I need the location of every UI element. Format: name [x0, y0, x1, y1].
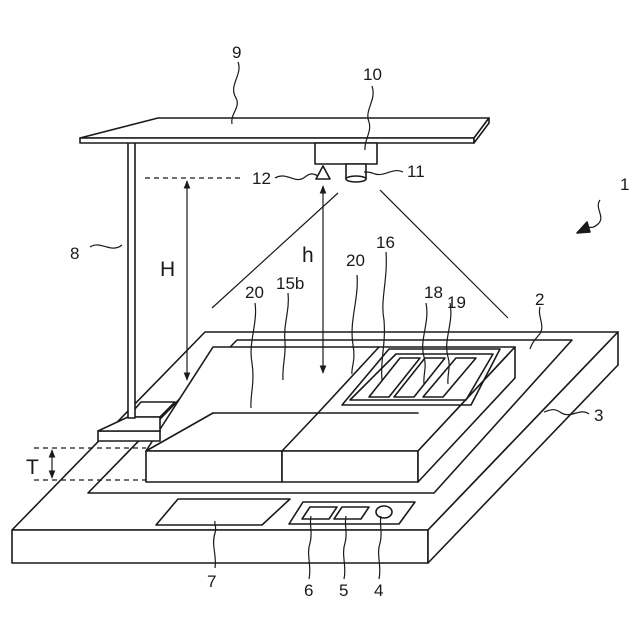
label-7: 7: [207, 572, 216, 591]
label-15b: 15b: [276, 274, 304, 293]
label-20-left: 20: [245, 283, 264, 302]
label-8: 8: [70, 244, 79, 263]
label-4: 4: [374, 581, 383, 600]
light-source: [316, 166, 330, 179]
label-h: h: [302, 244, 314, 267]
label-3: 3: [594, 406, 603, 425]
label-6: 6: [304, 581, 313, 600]
camera-unit: [315, 143, 377, 182]
view-line-left: [212, 193, 338, 308]
label-1: 1: [620, 175, 629, 194]
label-16: 16: [376, 233, 395, 252]
top-arm: [80, 118, 489, 143]
view-line-right: [380, 190, 508, 318]
label-H: H: [160, 258, 175, 281]
label-10: 10: [363, 65, 382, 84]
label-20-right: 20: [346, 251, 365, 270]
label-9: 9: [232, 43, 241, 62]
label-11: 11: [407, 162, 425, 181]
label-T: T: [26, 456, 39, 479]
label-2: 2: [535, 290, 544, 309]
label-12: 12: [252, 169, 271, 188]
label-5: 5: [339, 581, 348, 600]
label-18: 18: [424, 283, 443, 302]
label-19: 19: [447, 293, 466, 312]
